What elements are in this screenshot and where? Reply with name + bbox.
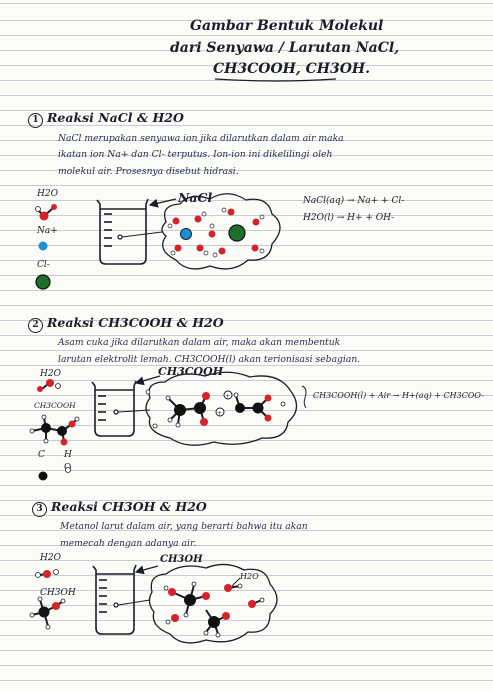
s3-legend-methanol: CH3OH <box>40 588 76 598</box>
section-1-heading: 1 Reaksi NaCl & H2O <box>28 110 184 128</box>
s3-beaker <box>92 564 137 635</box>
section-2-text-2: larutan elektrolit lemah. CH3COOH(l) aka… <box>58 354 361 365</box>
s3-beaker-label: CH3OH <box>160 554 203 565</box>
section-1-text-3: molekul air. Prosesnya disebut hidrasi. <box>58 166 239 177</box>
section-1-number: 1 <box>28 113 43 128</box>
section-2-number: 2 <box>28 318 43 333</box>
title-line-1: Gambar Bentuk Molekul <box>190 18 384 34</box>
s2-beaker <box>91 380 137 437</box>
s3-water-arrow <box>231 577 241 587</box>
s1-legend-chloride-icon <box>35 274 51 290</box>
s3-extra-label: H2O <box>240 572 259 581</box>
s1-equation-1: NaCl(aq) → Na+ + Cl- <box>303 196 405 206</box>
s1-legend-chloride: Cl- <box>37 260 50 270</box>
title-line-3: CH3COOH, CH3OH. <box>213 61 371 77</box>
svg-text:+: + <box>217 410 222 417</box>
s1-legend-water-icon <box>35 204 57 221</box>
s2-legend-hydrogen-icon <box>65 467 71 473</box>
s2-equation-bracket <box>301 385 307 409</box>
s2-legend-acetic: CH3COOH <box>34 401 76 410</box>
s1-legend-water: H2O <box>37 189 58 199</box>
title-underline <box>214 78 337 82</box>
s3-legend-water-icon <box>35 569 59 578</box>
section-3-number: 3 <box>32 502 47 517</box>
s2-legend-water-icon <box>37 379 61 392</box>
s1-beaker <box>96 198 149 265</box>
section-1-text-1: NaCl merupakan senyawa ion jika dilarutk… <box>58 133 344 144</box>
s2-equation-1: CH3COOH(l) + Air → H+(aq) + CH3COO- <box>313 391 484 400</box>
s1-beaker-label: NaCl <box>178 190 213 205</box>
s1-equation-2: H2O(l) → H+ + OH- <box>303 213 395 223</box>
section-2-text-1: Asam cuka jika dilarutkan dalam air, mak… <box>58 337 341 348</box>
section-1-title: Reaksi NaCl & H2O <box>47 110 184 125</box>
s1-arrow <box>148 198 177 208</box>
s2-legend-hydrogen: H <box>64 450 72 460</box>
svg-text:+: + <box>225 393 230 400</box>
s2-legend-acetic-icon <box>31 417 77 442</box>
s2-legend-water: H2O <box>40 369 61 379</box>
section-2-title: Reaksi CH3COOH & H2O <box>47 315 224 330</box>
s3-legend-water: H2O <box>40 553 61 563</box>
section-1-text-2: ikatan ion Na+ dan Cl- terputus. Ion-ion… <box>58 149 333 160</box>
s1-hydration-cluster <box>167 207 265 258</box>
s2-bubble <box>145 371 298 446</box>
s1-bubble <box>161 193 281 270</box>
s1-legend-sodium-icon <box>38 241 48 251</box>
s2-legend-carbon-icon <box>38 471 48 481</box>
s2-legend-carbon: C <box>38 450 45 460</box>
s1-legend-sodium: Na+ <box>37 226 58 236</box>
s2-arrow <box>134 375 161 386</box>
section-3-text-2: memecah dengan adanya air. <box>60 538 197 549</box>
section-2-heading: 2 Reaksi CH3COOH & H2O <box>28 315 224 333</box>
section-3-heading: 3 Reaksi CH3OH & H2O <box>32 499 207 517</box>
s3-bubble <box>148 563 278 644</box>
section-3-title: Reaksi CH3OH & H2O <box>51 499 207 514</box>
section-3-text-1: Metanol larut dalam air, yang berarti ba… <box>60 521 308 532</box>
title-line-2: dari Senyawa / Larutan NaCl, <box>170 40 400 56</box>
s3-arrow <box>134 565 159 575</box>
